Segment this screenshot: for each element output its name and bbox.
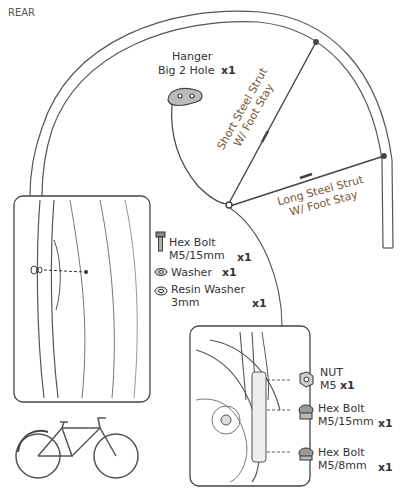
bicycle-icon <box>16 418 138 478</box>
fender-detail-inset <box>14 196 150 402</box>
quantity: x1 <box>340 379 355 392</box>
quantity: x1 <box>221 64 236 77</box>
strut-eye <box>226 202 232 208</box>
strut-joint <box>300 174 312 178</box>
fender-lower-edge <box>30 128 42 196</box>
quantity: x1 <box>378 417 393 430</box>
strut-end <box>314 40 318 44</box>
part-name: Hex Bolt M5/15mm <box>169 236 231 262</box>
quantity: x1 <box>378 461 393 474</box>
quantity: x1 <box>222 266 237 279</box>
quantity: x1 <box>237 251 252 264</box>
part-name: Hex Bolt M5/15mm <box>318 402 380 428</box>
part-name: Hex Bolt M5/8mm <box>318 446 380 472</box>
strut-end <box>382 154 386 158</box>
part-name: Hanger <box>172 50 212 63</box>
strut-label: Long Steel Strut W/ Foot Stay <box>270 172 373 223</box>
strut-joint <box>262 131 268 142</box>
part-icons <box>155 232 167 295</box>
part-name: Resin Washer 3mm <box>171 283 257 309</box>
fender-lower-edge <box>42 130 52 196</box>
part-icons <box>299 372 313 460</box>
quantity: x1 <box>252 297 267 310</box>
view-label: REAR <box>8 6 35 19</box>
leader-line <box>230 208 282 326</box>
part-name: Big 2 Hole <box>158 64 214 77</box>
fender-end <box>383 247 393 248</box>
part-name: Washer <box>171 266 212 279</box>
dropout-detail-inset <box>190 326 310 486</box>
